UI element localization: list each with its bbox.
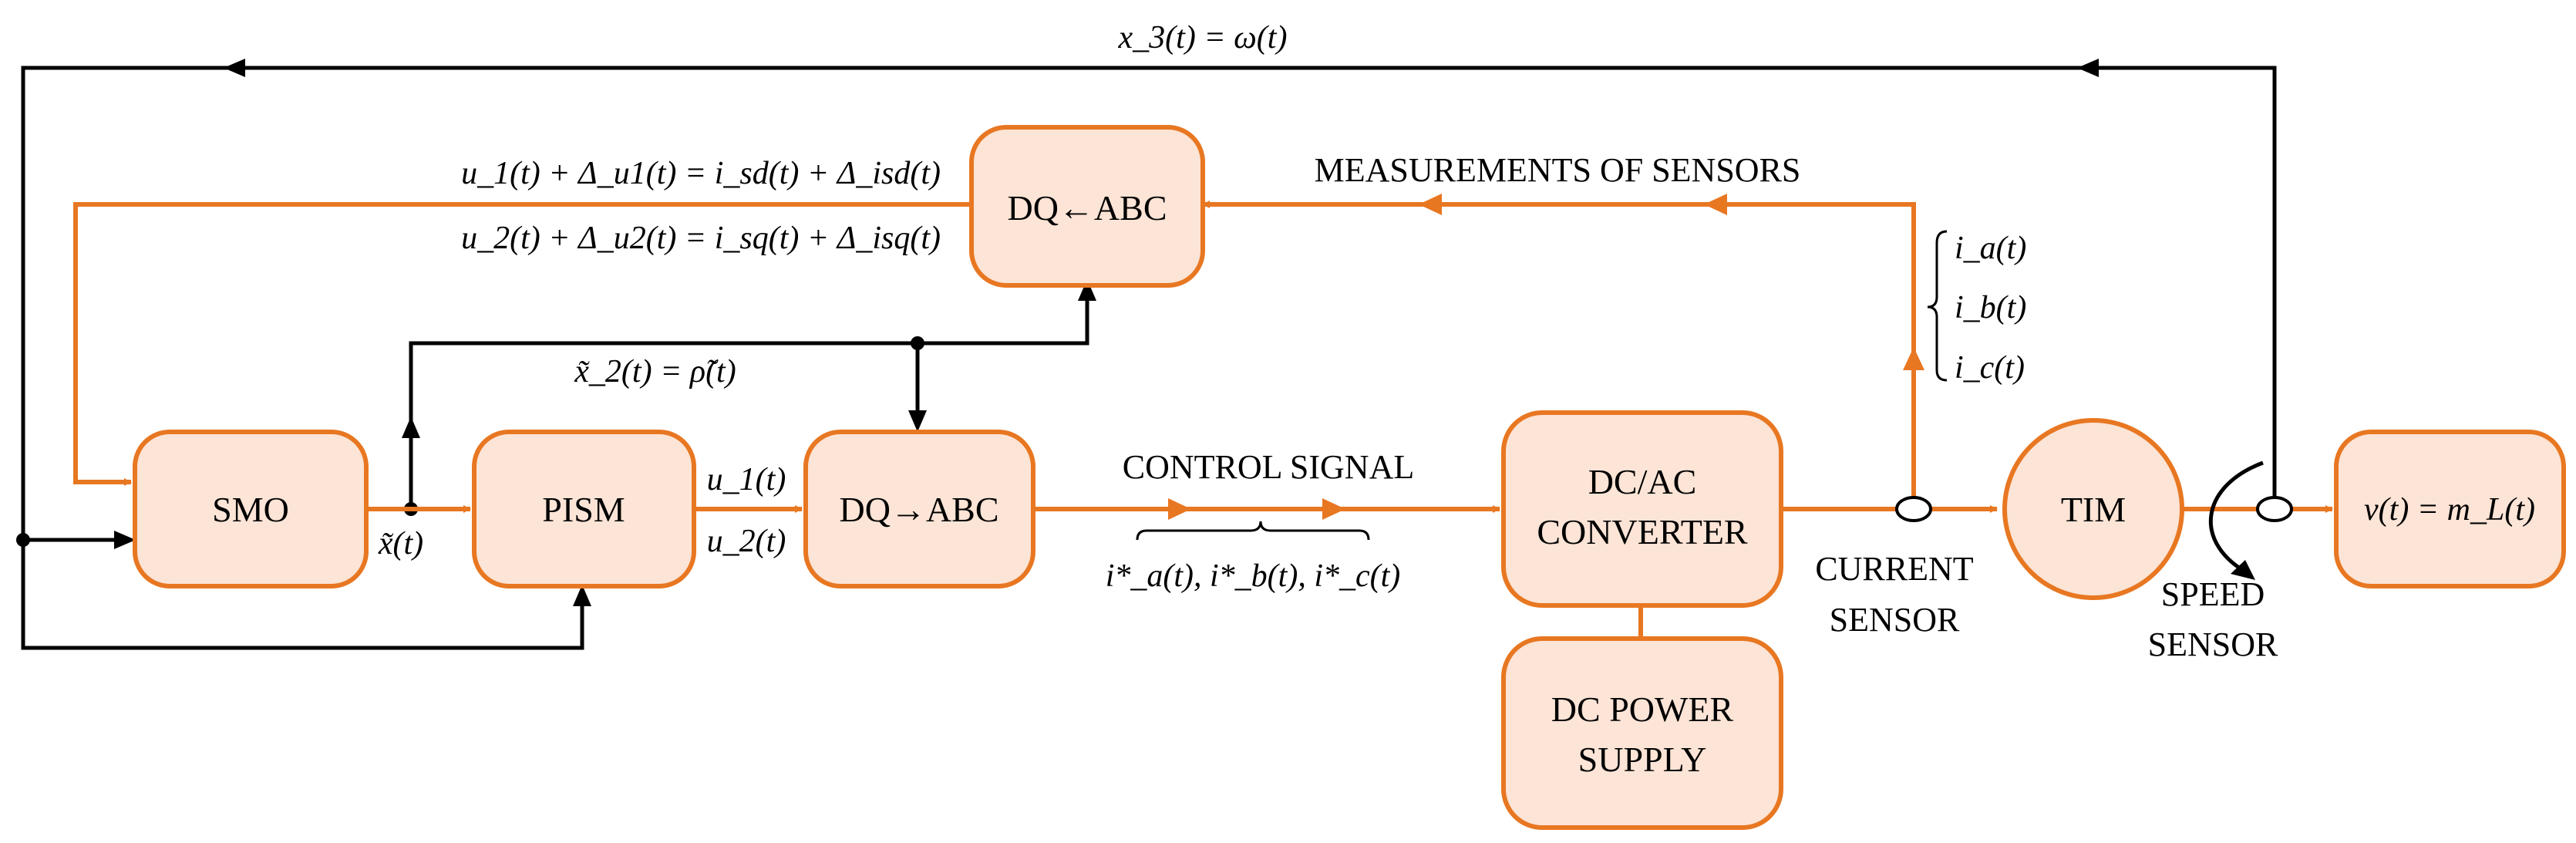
speed-sensor-label-line2: SENSOR (2148, 626, 2278, 663)
pism-label: PISM (542, 490, 625, 529)
smo-label: SMO (212, 490, 289, 529)
junction-dot (16, 533, 30, 547)
converter-label-line2: CONVERTER (1537, 512, 1748, 551)
reference-currents-brace (1136, 521, 1370, 541)
speed-sensor-icon (2256, 496, 2293, 522)
arrowhead (114, 531, 136, 549)
tim-label: TIM (2061, 490, 2126, 529)
arrowhead (1322, 498, 1345, 520)
ib-label: i_b(t) (1955, 290, 2026, 325)
dq-abc-top-label: DQ←ABC (1007, 188, 1167, 228)
speed-sensor-rotation-icon (2208, 460, 2264, 573)
top-feedback-label: x_3(t) = ω(t) (1118, 20, 1288, 56)
signal-arrowheads (1168, 194, 1924, 520)
arrowhead (1168, 498, 1191, 520)
power-label-line2: SUPPLY (1578, 740, 1707, 779)
load-block[interactable] (2334, 430, 2566, 588)
ia-label: i_a(t) (1955, 231, 2026, 266)
sensors (1895, 460, 2293, 580)
current-sensor-label-line1: CURRENT (1815, 550, 1973, 588)
u1-label: u_1(t) (707, 462, 786, 497)
x2-label: x̃_2(t) = ρ̃(t) (574, 354, 736, 389)
arrowhead (224, 59, 245, 77)
arrowhead (1903, 347, 1924, 370)
block-labels: SMO PISM DQ←ABC DQ→ABC DC/AC CONVERTER D… (212, 188, 2535, 779)
reference-currents-label: i*_a(t), i*_b(t), i*_c(t) (1106, 558, 1401, 594)
dq-abc-mid-label: DQ→ABC (839, 490, 998, 529)
arrowhead (2231, 560, 2255, 580)
speed-sensor-label-line1: SPEED (2161, 575, 2265, 613)
current-sensor-icon (1895, 496, 1932, 522)
x-tilde-label: x̃(t) (378, 526, 423, 561)
u1-equation-label: u_1(t) + Δ_u1(t) = i_sd(t) + Δ_isd(t) (461, 156, 941, 191)
arrowhead (908, 410, 927, 432)
signal-labels: x_3(t) = ω(t) u_1(t) + Δ_u1(t) = i_sd(t)… (378, 20, 2278, 663)
ic-label: i_c(t) (1955, 350, 2025, 386)
dc-power-supply-block[interactable] (1501, 636, 1783, 830)
dq-abc-mid-block[interactable] (803, 430, 1035, 588)
tim-block[interactable] (2002, 418, 2184, 600)
blocks (133, 125, 2566, 830)
arrowhead (1419, 194, 1442, 215)
measurements-label: MEASUREMENTS OF SENSORS (1315, 151, 1801, 189)
arrowhead (1704, 194, 1727, 215)
smo-block[interactable] (133, 430, 369, 588)
pism-block[interactable] (472, 430, 696, 588)
dc-ac-converter-block[interactable] (1501, 410, 1783, 608)
u2-label: u_2(t) (707, 524, 786, 559)
junction-dot (911, 336, 924, 350)
power-label-line1: DC POWER (1551, 690, 1734, 729)
u2-equation-label: u_2(t) + Δ_u2(t) = i_sq(t) + Δ_isq(t) (461, 221, 941, 256)
u-feedback-line (73, 202, 971, 486)
arrowhead (573, 585, 591, 606)
arrowhead (2077, 59, 2099, 77)
current-sensor-label-line2: SENSOR (1830, 601, 1960, 639)
arrowhead (402, 416, 420, 438)
arrowhead (1078, 279, 1096, 301)
converter-label-line1: DC/AC (1588, 462, 1697, 501)
dq-abc-top-block[interactable] (969, 125, 1205, 288)
speed-feedback-line (21, 66, 2277, 650)
control-signal-label: CONTROL SIGNAL (1123, 448, 1414, 486)
load-label: v(t) = m_L(t) (2364, 492, 2535, 528)
phase-currents-brace (1927, 230, 1948, 382)
